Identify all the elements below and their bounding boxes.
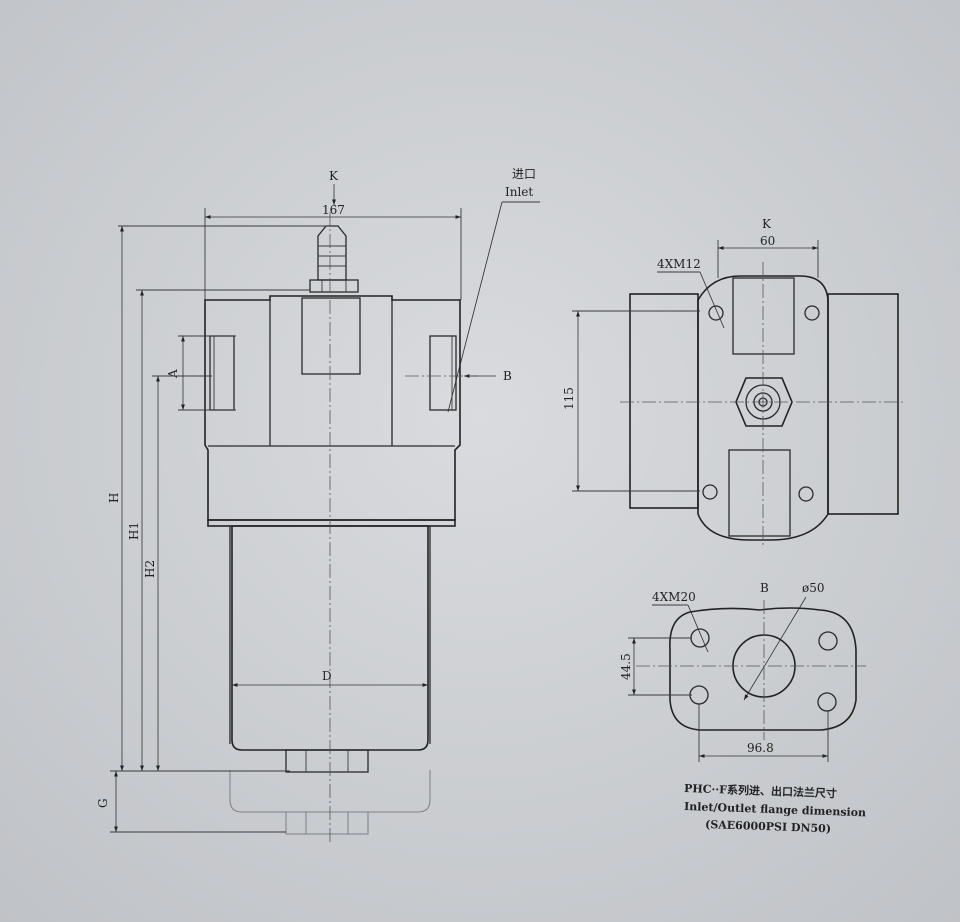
b-label: B xyxy=(503,369,512,383)
inlet-leader xyxy=(447,201,503,413)
k-label-right: K xyxy=(762,217,772,231)
view-k-bolt xyxy=(708,305,724,321)
dim-h2-label: H2 xyxy=(143,560,157,578)
dim-96-8-label: 96.8 xyxy=(747,741,774,755)
drain-plug xyxy=(285,749,369,773)
dia-50-label: ø50 xyxy=(802,581,825,595)
flange-bolt xyxy=(817,692,837,712)
view-k-center-body xyxy=(697,275,829,541)
k-label-top: K xyxy=(329,169,339,183)
view-k-bolt xyxy=(702,484,718,500)
dim-g-label: G xyxy=(96,798,110,808)
caption-line-3: (SAE6000PSI DN50) xyxy=(705,818,831,835)
b-label-flange: B xyxy=(760,581,769,595)
dim-44-5-label: 44.5 xyxy=(619,653,633,680)
view-k-bolt xyxy=(798,486,814,502)
front-view: K 167 进口 Inlet xyxy=(96,167,540,842)
bolt-m20-label: 4XM20 xyxy=(652,590,696,604)
dim-60-label: 60 xyxy=(760,234,775,248)
flange-view-b: 4XM20 B ø50 44.5 96.8 PHC··F系列进、出口法兰尺寸 I… xyxy=(619,581,866,835)
dim-h1-label: H1 xyxy=(127,522,141,540)
inlet-label-cn: 进口 xyxy=(512,167,536,181)
dia-50-leader xyxy=(743,596,807,701)
caption-line-2: Inlet/Outlet flange dimension xyxy=(684,800,866,819)
caption-line-1: PHC··F系列进、出口法兰尺寸 xyxy=(684,781,837,800)
bolt-m20-leader xyxy=(687,604,709,653)
dim-115-label: 115 xyxy=(562,387,576,410)
inlet-label-en: Inlet xyxy=(505,185,533,199)
dim-h-label: H xyxy=(107,493,121,503)
flange-outline xyxy=(669,607,857,731)
filter-bowl xyxy=(231,525,429,751)
dim-167-label: 167 xyxy=(322,203,345,217)
dim-d-label: D xyxy=(322,669,332,683)
bolt-m12-label: 4XM12 xyxy=(657,257,701,271)
dim-a-label: A xyxy=(166,369,180,379)
view-k: K 60 4XM12 115 xyxy=(562,217,906,548)
filter-head xyxy=(204,295,461,521)
flange-bolt xyxy=(818,631,838,651)
view-k-bolt xyxy=(804,305,820,321)
right-port-inlet xyxy=(429,335,457,411)
